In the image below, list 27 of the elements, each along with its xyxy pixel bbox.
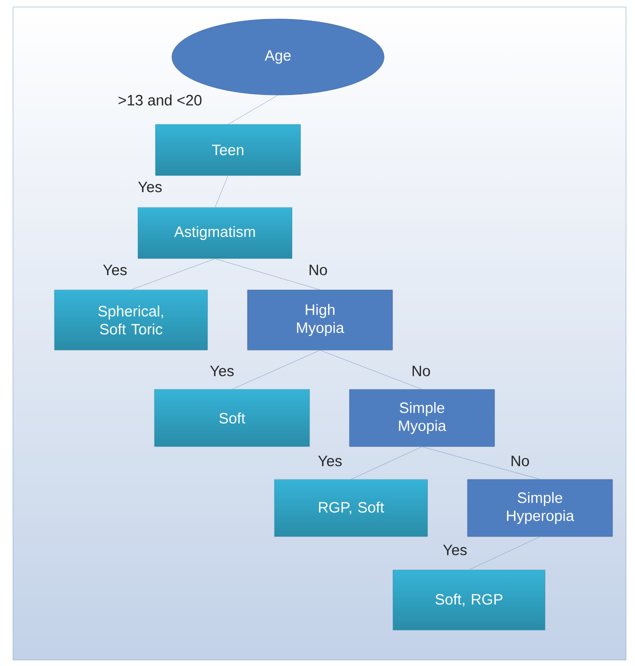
connector-line: [320, 350, 422, 390]
edge-label: No: [412, 366, 430, 376]
edge-label: No: [310, 264, 327, 276]
connector-line: [228, 95, 278, 124]
edge-label: No: [512, 456, 529, 466]
edge-label: Yes: [318, 456, 342, 466]
edge-label: >13 and <20: [118, 94, 202, 106]
decision-box: Simple Myopia: [349, 389, 495, 447]
leaf-box: Astigmatism: [138, 207, 292, 259]
leaf-box: Teen: [155, 124, 301, 176]
connector-line: [422, 446, 540, 480]
decision-box: High Myopia: [247, 290, 393, 350]
edge-label: Yes: [443, 544, 467, 556]
leaf-box: RGP, Soft: [274, 479, 428, 537]
connector-line: [232, 350, 320, 390]
edge-label: Yes: [138, 182, 162, 192]
connector-line: [468, 536, 540, 570]
connector-line: [350, 446, 422, 480]
connector-line: [130, 258, 216, 290]
decision-box: Simple Hyperopia: [467, 479, 613, 537]
leaf-box: Soft: [154, 389, 310, 447]
edge-label: Yes: [210, 366, 234, 376]
connector-line: [214, 258, 320, 290]
leaf-box: Soft, RGP: [392, 570, 546, 630]
connector-line: [214, 176, 228, 208]
leaf-box: Spherical, Soft Toric: [54, 290, 208, 350]
edge-label: Yes: [103, 264, 127, 276]
